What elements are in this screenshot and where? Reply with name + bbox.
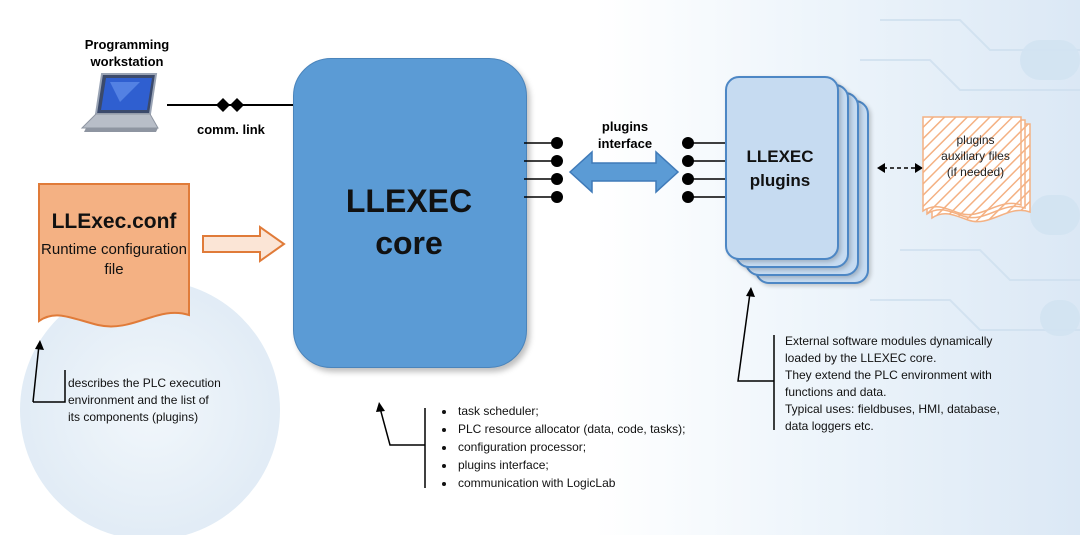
workstation-label: Programming workstation	[84, 37, 170, 69]
llexec-core-label: LLEXEC core	[293, 180, 525, 264]
config-file-subtitle: Runtime configuration file	[41, 241, 187, 278]
config-note-callout-line	[32, 340, 66, 403]
config-note: describes the PLC execution environment …	[68, 376, 221, 424]
plugins-interface-label: plugins interface	[597, 119, 653, 151]
core-feature-item: configuration processor;	[456, 438, 756, 456]
laptop-icon	[80, 73, 159, 132]
config-file-document	[38, 183, 190, 328]
core-feature-item: PLC resource allocator (data, code, task…	[456, 420, 756, 438]
core-line1: LLEXEC	[345, 183, 473, 219]
core-feature-item: plugins interface;	[456, 456, 756, 474]
plugins-connector-pins	[682, 137, 726, 203]
plugins-note: External software modules dynamically lo…	[785, 334, 1000, 433]
config-file-title: LLExec.conf	[51, 210, 177, 233]
core-features-list: task scheduler; PLC resource allocator (…	[442, 402, 756, 492]
core-feature-item: communication with LogicLab	[456, 474, 756, 492]
core-connector-pins	[524, 137, 563, 203]
comm-link-label: comm. link	[197, 122, 265, 137]
llexec-core-block	[293, 58, 527, 368]
aux-files-label: plugins auxiliary files (if needed)	[941, 133, 1010, 179]
plugins-interface-arrow	[568, 150, 680, 194]
config-to-core-arrow	[202, 225, 286, 263]
llexec-plugins-label: LLEXEC plugins	[725, 145, 835, 193]
core-features-callout-line	[376, 402, 426, 488]
comm-link-connector	[167, 98, 293, 112]
plugins-line2: plugins	[749, 171, 811, 190]
plugins-note-callout-line	[737, 287, 775, 430]
core-feature-item: task scheduler;	[456, 402, 756, 420]
aux-files-document	[922, 116, 1031, 223]
aux-files-dashed-arrow	[877, 163, 923, 173]
plugin-card-front	[725, 76, 839, 260]
core-line2: core	[375, 225, 443, 261]
plugins-line1: LLEXEC	[746, 147, 814, 166]
